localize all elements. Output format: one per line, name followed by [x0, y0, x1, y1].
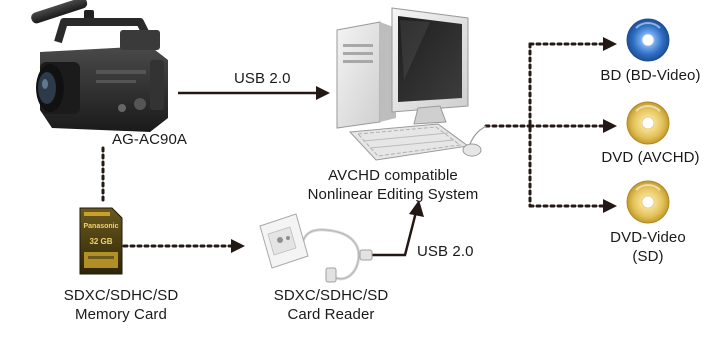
nle-label-line1: AVCHD compatible — [328, 167, 458, 184]
card-reader-icon — [259, 213, 373, 283]
usb-connector-reader-computer — [366, 200, 424, 257]
arrow-head-icon — [316, 86, 330, 100]
dvd-video-label: DVD-Video (SD) — [598, 228, 698, 266]
dvd-disc-icon — [626, 180, 670, 224]
dvd-video-label-line2: (SD) — [632, 248, 664, 265]
dotted-connector-sdcard-reader — [122, 239, 245, 253]
dvd-video-label-line1: DVD-Video — [610, 229, 686, 246]
arrow-head-icon — [409, 200, 424, 217]
arrow-head-icon — [231, 239, 245, 253]
sd-card-brand: Panasonic — [83, 223, 118, 230]
sd-card-capacity: 32 GB — [89, 237, 112, 246]
sd-card-label: SDXC/SDHC/SD Memory Card — [51, 286, 191, 324]
arrow-head-icon — [603, 37, 617, 51]
card-reader-label-line1: SDXC/SDHC/SD — [273, 287, 389, 304]
dvd-avchd-label: DVD (AVCHD) — [601, 149, 700, 166]
usb-connector-camera-computer — [178, 86, 330, 100]
sd-card-label-line1: SDXC/SDHC/SD — [63, 287, 179, 304]
usb-label-top: USB 2.0 — [234, 70, 291, 87]
dvd-disc-icon — [626, 101, 670, 145]
arrow-head-icon — [603, 119, 617, 133]
card-reader-label-line2: Card Reader — [287, 306, 375, 323]
sd-card-label-line2: Memory Card — [75, 306, 167, 323]
dotted-connector-computer-discs — [484, 37, 617, 213]
arrow-head-icon — [603, 199, 617, 213]
card-reader-label: SDXC/SDHC/SD Card Reader — [261, 286, 401, 324]
nle-label-line2: Nonlinear Editing System — [307, 186, 479, 203]
nle-label: AVCHD compatible Nonlinear Editing Syste… — [278, 166, 508, 204]
camcorder-icon — [31, 0, 168, 132]
bluray-disc-icon — [626, 18, 670, 62]
sd-card-icon: Panasonic 32 GB — [79, 207, 123, 275]
bd-label: BD (BD-Video) — [600, 67, 701, 84]
usb-label-reader: USB 2.0 — [417, 243, 474, 260]
camcorder-label: AG-AC90A — [112, 131, 187, 148]
computer-icon — [336, 7, 487, 161]
